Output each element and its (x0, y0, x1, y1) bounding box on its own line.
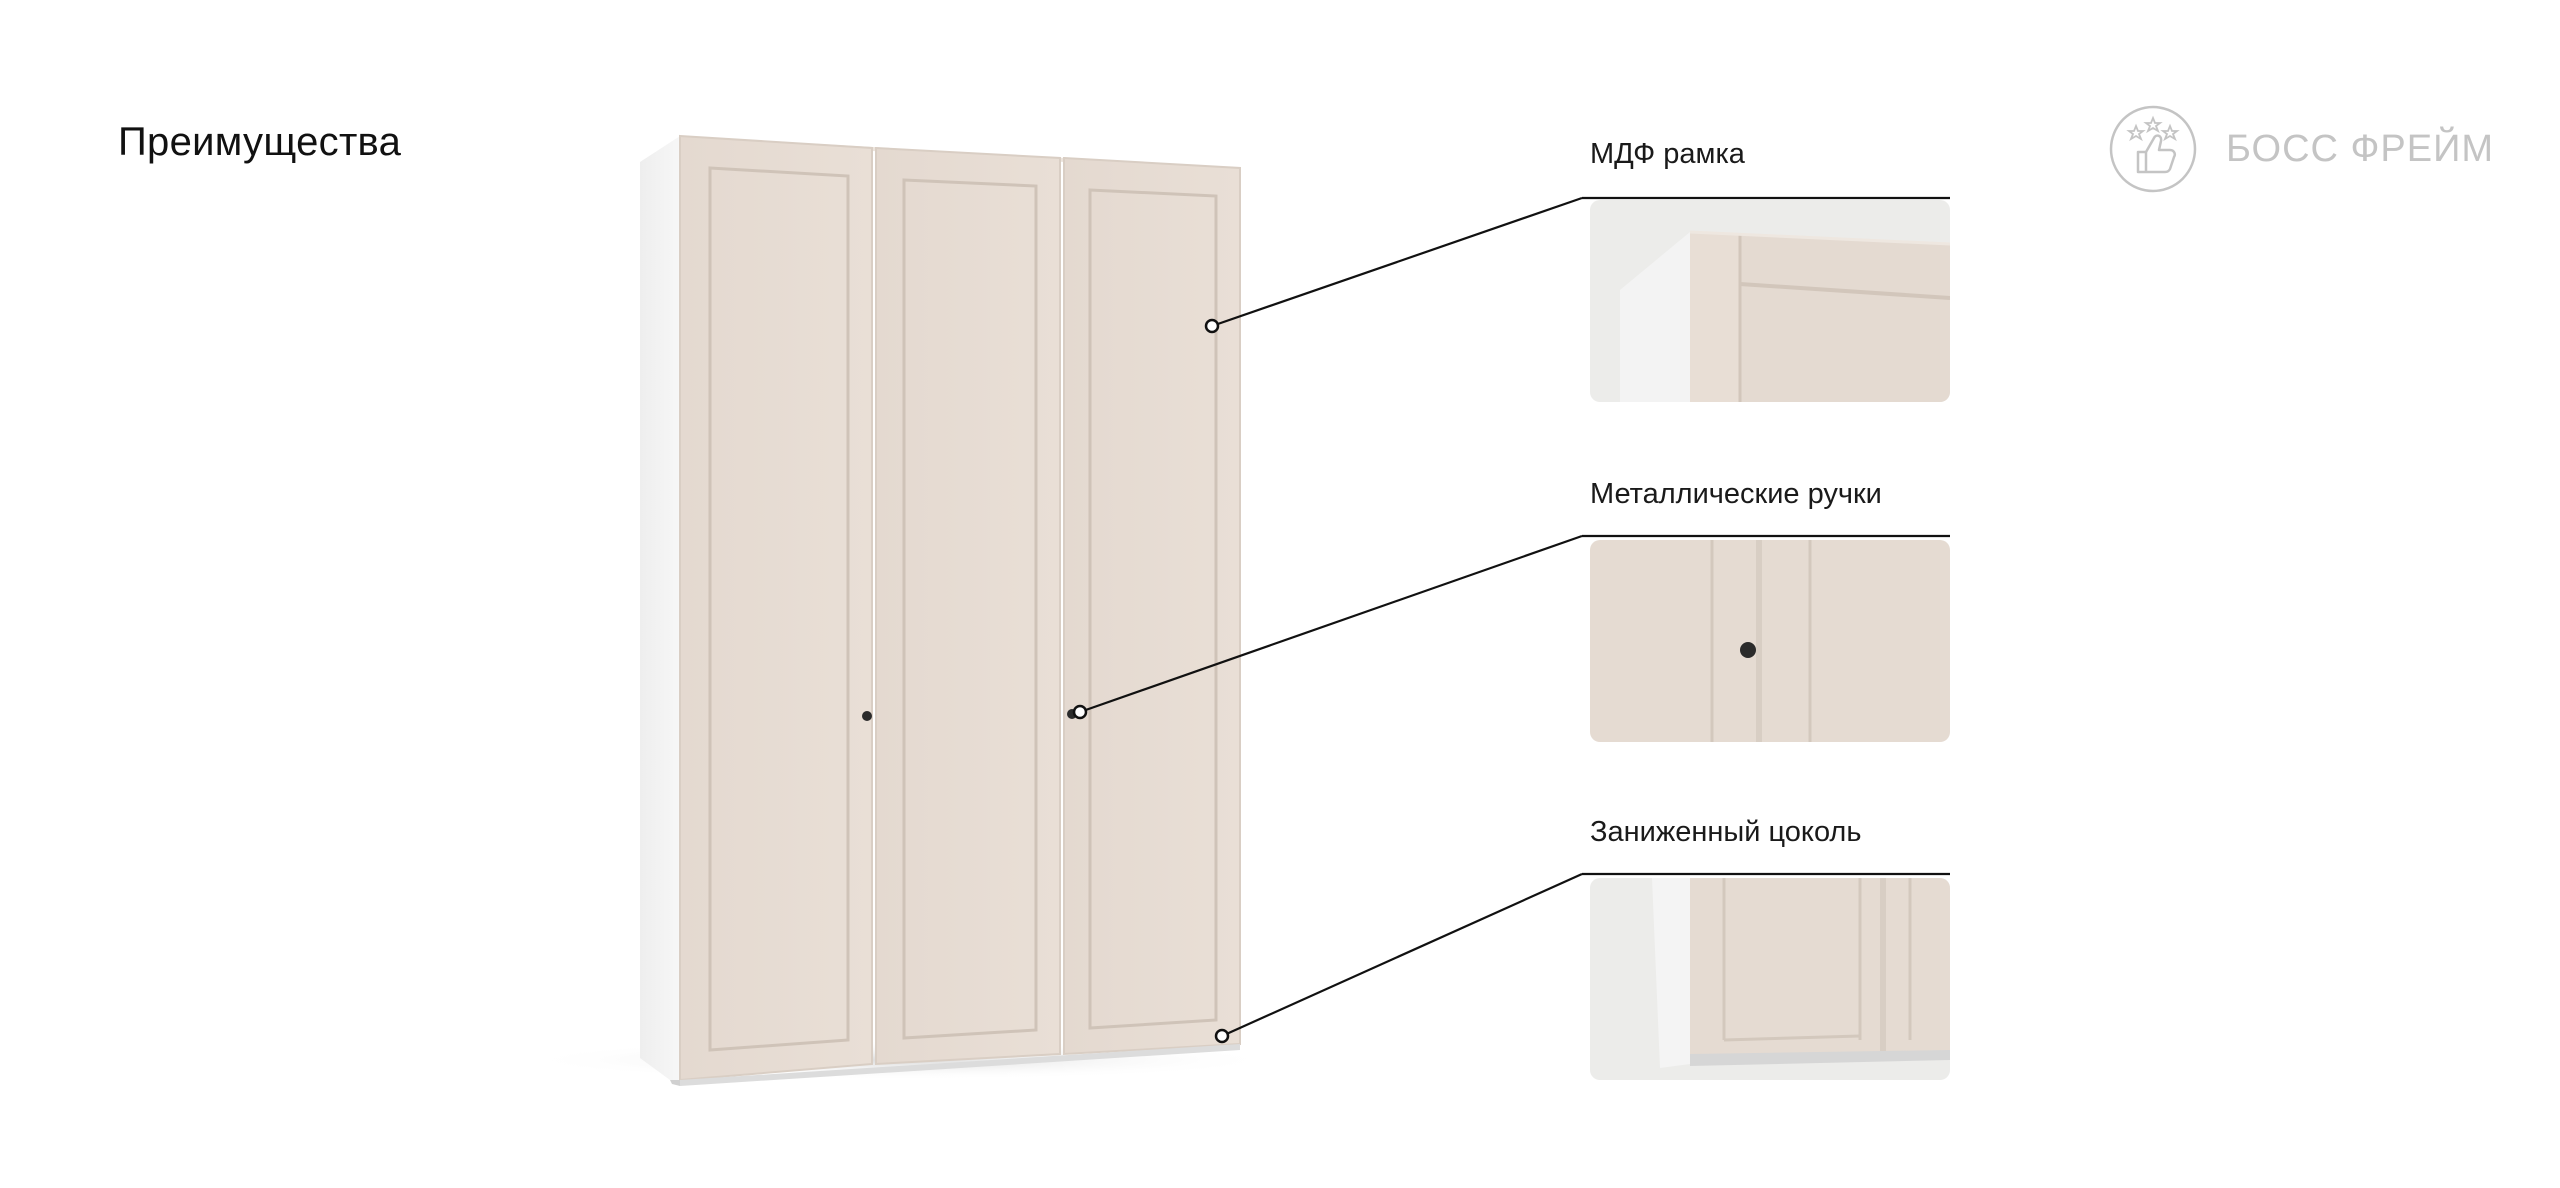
closeup-metal-handle (1590, 540, 1950, 742)
wardrobe-doors (679, 134, 1241, 1082)
closeup-low-plinth (1590, 878, 1950, 1080)
wardrobe-side (640, 136, 680, 1080)
wardrobe-plinth (680, 1044, 1240, 1086)
feature-label-low-plinth: Заниженный цоколь (1590, 816, 1862, 848)
feature-label-mdf-frame: МДФ рамка (1590, 138, 1745, 170)
brand-name: БОСС ФРЕЙМ (2226, 128, 2495, 170)
callout-dots (1072, 318, 1230, 1044)
thumbs-up-stars-icon (2109, 105, 2197, 193)
feature-label-metal-handles: Металлические ручки (1590, 478, 1882, 510)
page-title: Преимущества (118, 120, 402, 164)
handle-icon (862, 711, 872, 721)
callout-lines (1079, 196, 1950, 1038)
closeup-mdf-frame (1590, 200, 1950, 402)
